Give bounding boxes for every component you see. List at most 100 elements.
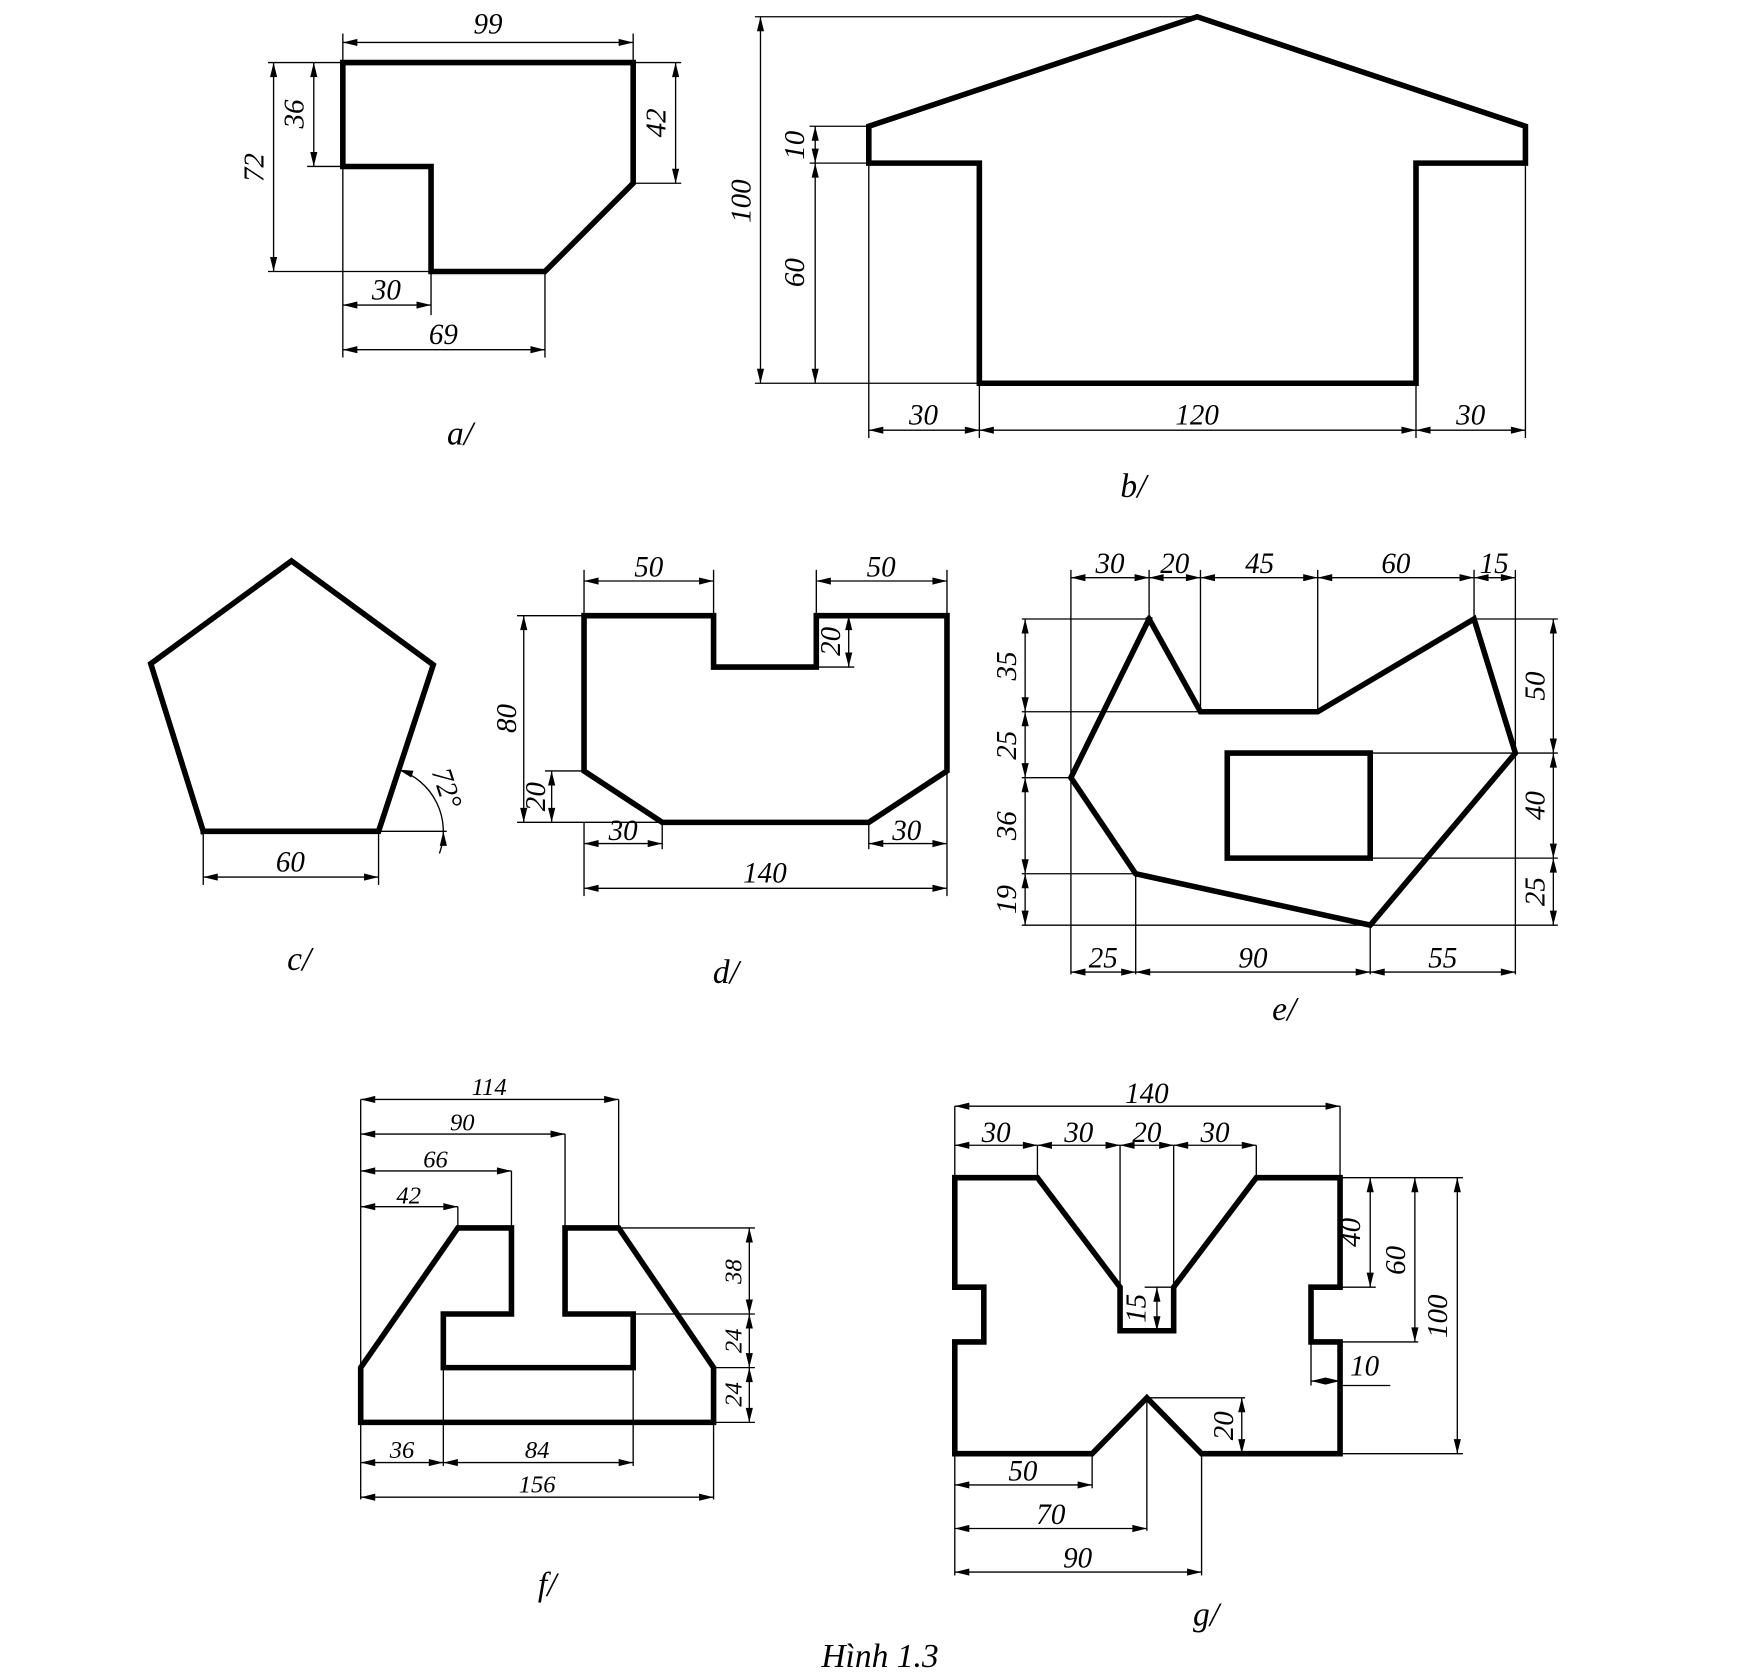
arrowhead-icon <box>1241 1141 1257 1149</box>
arrowhead-icon <box>310 62 318 78</box>
dimension-value: 60 <box>276 847 306 879</box>
dimension-value: 30 <box>981 1117 1012 1149</box>
arrowhead-icon <box>270 62 278 78</box>
figure-label: e/ <box>1272 991 1299 1028</box>
arrowhead-icon <box>1474 574 1489 582</box>
dimension-value: 20 <box>520 782 552 812</box>
dimension-value: 25 <box>1519 877 1551 906</box>
arrowhead-icon <box>342 346 358 354</box>
arrowhead-icon <box>1021 697 1029 712</box>
arrowhead-icon <box>1185 574 1201 582</box>
dimension-value: 90 <box>450 1110 475 1137</box>
part-outline <box>357 1225 717 1426</box>
arrowhead-icon <box>364 873 379 881</box>
dimension-value: 42 <box>396 1182 421 1209</box>
arrowhead-icon <box>1149 574 1164 582</box>
part-outline <box>1067 614 1519 929</box>
dimension-value: 45 <box>1245 548 1274 580</box>
arrowhead-icon <box>1021 777 1029 793</box>
arrowhead-icon <box>443 1203 458 1211</box>
arrowhead-icon <box>745 1313 753 1329</box>
arrowhead-icon <box>360 1493 376 1501</box>
dimension-value: 84 <box>525 1437 550 1464</box>
arrowhead-icon <box>584 577 599 585</box>
dimension-value: 30 <box>608 815 639 847</box>
dimension-value: 36 <box>389 1437 415 1464</box>
arrowhead-icon <box>1132 1524 1147 1533</box>
arrowhead-icon <box>1510 426 1526 434</box>
arrowhead-icon <box>520 615 528 631</box>
arrowhead-icon <box>1187 1568 1202 1576</box>
dimension-value: 20 <box>815 626 847 656</box>
arrowhead-icon <box>310 151 318 167</box>
arrowhead-icon <box>360 1095 376 1104</box>
part-outline <box>866 13 1529 387</box>
dimension-value: 20 <box>1132 1117 1162 1149</box>
dimension-value: 100 <box>1422 1294 1454 1338</box>
dimension-value: 35 <box>991 651 1023 681</box>
arrowhead-icon <box>1134 574 1150 582</box>
arrowhead-icon <box>1070 574 1086 582</box>
part-outline <box>147 557 437 835</box>
arrowhead-icon <box>1153 1316 1161 1331</box>
dimension-value: 40 <box>1519 791 1551 821</box>
arrowhead-icon <box>1153 1287 1161 1302</box>
arrowhead-icon <box>1105 1141 1121 1149</box>
arrowhead-icon <box>954 1102 970 1110</box>
dimension-value: 60 <box>779 258 811 288</box>
arrowhead-icon <box>1325 1377 1341 1385</box>
dimension-value: 15 <box>1121 1294 1153 1323</box>
arrowhead-icon <box>548 770 556 786</box>
arrowhead-icon <box>1037 1141 1052 1149</box>
dimension-value: 10 <box>779 130 811 160</box>
dimension-value: 70 <box>1036 1499 1066 1531</box>
part-outline <box>340 59 636 275</box>
arrowhead-icon <box>932 840 947 848</box>
dimension-value: 30 <box>1094 548 1125 580</box>
arrowhead-icon <box>1238 1439 1246 1454</box>
arrowhead-icon <box>270 256 278 272</box>
dimension-value: 60 <box>1380 1245 1412 1275</box>
arrowhead-icon <box>1121 968 1136 976</box>
arrowhead-icon <box>1415 426 1431 434</box>
arrowhead-icon <box>845 615 853 631</box>
arrowhead-icon <box>360 1130 376 1138</box>
arrowhead-icon <box>548 807 556 823</box>
dimension-value: 72 <box>239 153 271 182</box>
dimension-value: 80 <box>491 703 523 733</box>
dimension-value: 38 <box>721 1259 748 1285</box>
arrowhead-icon <box>1159 1141 1174 1149</box>
dimension-value: 20 <box>1160 548 1190 580</box>
arrowhead-icon <box>845 652 853 668</box>
arrowhead-icon <box>1549 619 1557 634</box>
dimension-value: 100 <box>725 179 757 223</box>
arrowhead-icon <box>1325 1102 1341 1110</box>
dimension-value: 25 <box>991 731 1023 760</box>
dimension-value: 66 <box>423 1147 448 1174</box>
arrowhead-icon <box>520 807 528 823</box>
arrowhead-icon <box>1549 738 1557 754</box>
arrowhead-icon <box>811 126 819 141</box>
dimension-value: 114 <box>472 1074 507 1101</box>
arrowhead-icon <box>811 148 819 164</box>
arrowhead-icon <box>699 1493 714 1501</box>
arrowhead-icon <box>979 426 994 434</box>
arrowhead-icon <box>1021 619 1029 634</box>
arrowhead-icon <box>360 1203 376 1211</box>
arrowhead-icon <box>1500 968 1516 976</box>
arrowhead-icon <box>618 1459 634 1467</box>
arrowhead-icon <box>954 1481 970 1489</box>
arrowhead-icon <box>496 1167 512 1175</box>
figure-label: b/ <box>1120 468 1149 505</box>
dimension-value: 90 <box>1063 1543 1093 1575</box>
dimension-value: 36 <box>279 99 311 130</box>
arrowhead-icon <box>811 368 819 384</box>
dimension-value: 25 <box>1089 943 1118 975</box>
arrowhead-icon <box>1453 1177 1461 1193</box>
dimension-value: 19 <box>991 884 1023 914</box>
